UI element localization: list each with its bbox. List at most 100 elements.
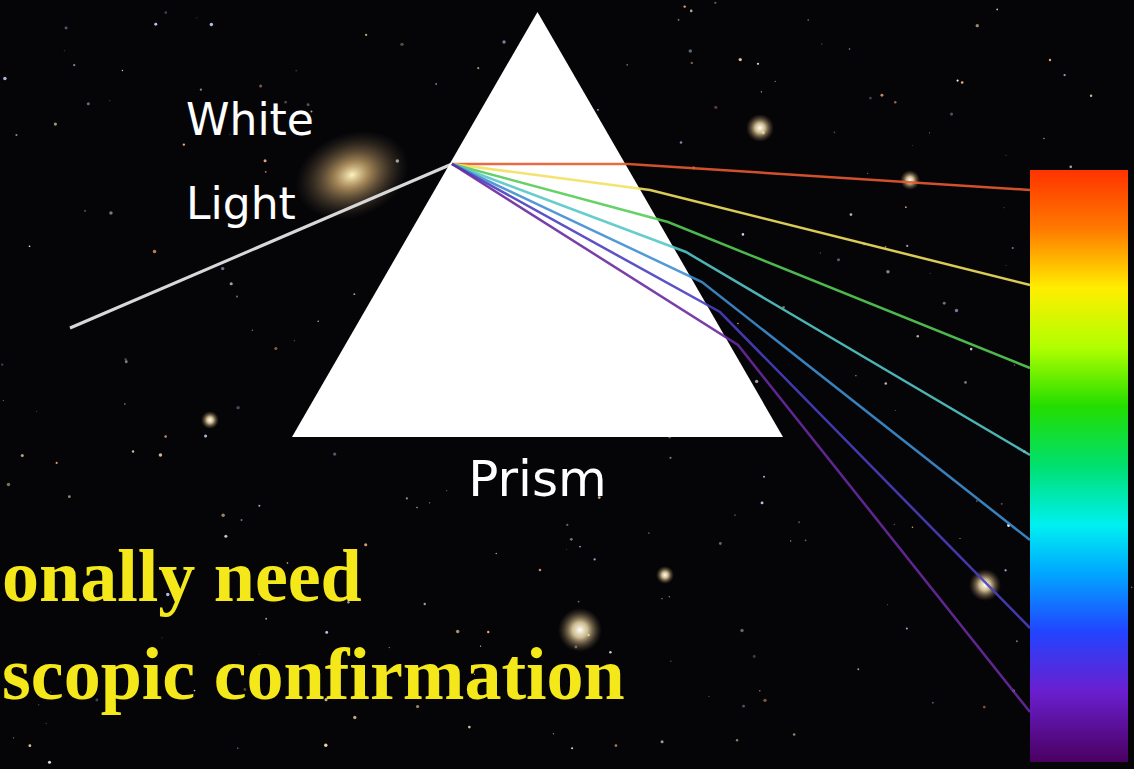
star [597, 109, 599, 111]
star [274, 347, 277, 350]
star [894, 101, 896, 103]
star [719, 542, 722, 545]
star [502, 40, 505, 43]
star [929, 272, 931, 274]
star [950, 113, 953, 116]
star [317, 321, 318, 322]
star [7, 483, 11, 487]
star [264, 159, 267, 162]
star [1090, 94, 1092, 96]
star [964, 381, 967, 384]
star [364, 543, 367, 546]
star [122, 70, 123, 71]
star [165, 11, 168, 14]
star [957, 80, 959, 82]
star [164, 435, 167, 438]
star [196, 17, 198, 19]
star [740, 629, 743, 632]
light-ray [452, 164, 1030, 712]
star [109, 211, 113, 215]
star [648, 532, 649, 533]
star [867, 173, 868, 174]
star [763, 476, 765, 478]
star [429, 502, 430, 503]
star [495, 553, 497, 555]
star [1004, 569, 1006, 571]
star [661, 598, 662, 599]
star [3, 77, 7, 81]
star [310, 110, 312, 112]
star [456, 630, 459, 633]
light-ray [452, 164, 1030, 285]
star [916, 335, 919, 338]
star [683, 5, 685, 7]
star [293, 340, 295, 342]
star [1003, 207, 1005, 209]
star [3, 400, 4, 401]
star [755, 380, 758, 383]
star [230, 282, 233, 285]
caption-fragment: onally need [2, 532, 362, 621]
star [424, 603, 426, 605]
star [885, 246, 887, 248]
light-ray [452, 164, 1030, 628]
star [887, 604, 889, 606]
star [894, 410, 896, 412]
star [36, 411, 37, 412]
star [932, 702, 934, 704]
star [54, 122, 57, 125]
star [579, 546, 581, 548]
star [48, 761, 51, 764]
star [159, 453, 162, 456]
star [406, 497, 408, 499]
star [210, 23, 213, 26]
star [996, 9, 998, 11]
star [821, 43, 823, 45]
star [1014, 364, 1015, 365]
star [737, 323, 739, 325]
star [333, 452, 336, 455]
star [56, 462, 58, 464]
bright-star [201, 411, 219, 429]
star [15, 134, 17, 136]
star [1069, 166, 1072, 169]
star [571, 747, 573, 749]
star [759, 690, 761, 692]
star [837, 258, 840, 261]
star [553, 733, 554, 734]
bright-star [656, 566, 674, 584]
star [154, 23, 157, 26]
star [807, 19, 808, 20]
star [805, 539, 807, 541]
star [742, 705, 745, 708]
star [739, 58, 742, 61]
star [258, 505, 260, 507]
galaxy [969, 569, 1001, 601]
star [1006, 155, 1007, 156]
star [761, 501, 764, 504]
star [689, 49, 692, 52]
star [221, 267, 224, 270]
star [906, 245, 908, 247]
star [73, 64, 75, 66]
star [661, 740, 664, 743]
star [1016, 640, 1018, 642]
star [65, 26, 68, 29]
star [714, 2, 716, 4]
star [714, 106, 717, 109]
star [400, 43, 403, 46]
star [109, 100, 110, 101]
star [435, 83, 437, 85]
star [21, 454, 24, 457]
star [959, 538, 960, 539]
star [849, 48, 851, 50]
star [153, 250, 157, 254]
star [183, 143, 185, 145]
star [850, 213, 853, 216]
star [820, 252, 821, 253]
star [236, 406, 239, 409]
light-label: White Light [186, 78, 296, 245]
star [84, 210, 86, 212]
star [566, 548, 568, 550]
star [615, 744, 618, 747]
